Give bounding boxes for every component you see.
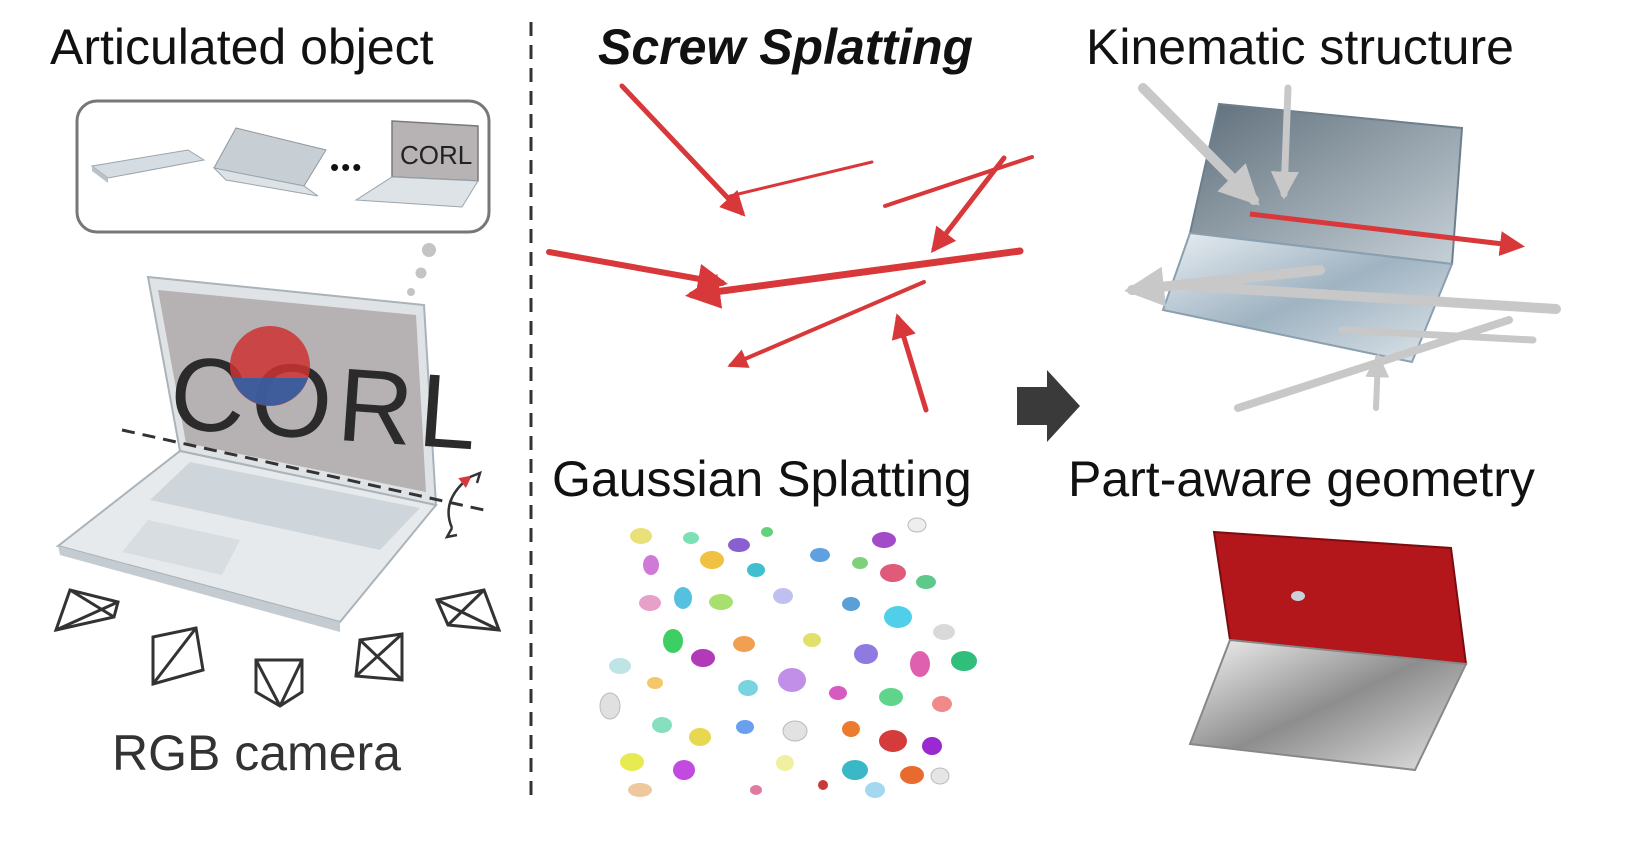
screw-arrow — [685, 247, 1024, 309]
screw-arrows — [546, 83, 1034, 413]
camera-icon — [254, 658, 304, 708]
screw-arrow — [727, 280, 926, 368]
laptop-icon — [212, 127, 327, 197]
rgb-camera-title: RGB camera — [112, 725, 401, 781]
kinematic-structure-title: Kinematic structure — [1086, 19, 1514, 75]
screw-arrow — [930, 155, 1007, 253]
part-aware-geometry-title: Part-aware geometry — [1068, 451, 1535, 507]
gaussian-splatting-title: Gaussian Splatting — [552, 451, 972, 507]
sequence-ellipsis: ••• — [330, 152, 363, 182]
flow-arrow-icon — [1017, 370, 1080, 442]
screw-splatting-title: Screw Splatting — [598, 19, 974, 75]
camera-icon — [151, 626, 205, 686]
gaussian-splats — [599, 517, 977, 798]
thought-bubble-icon — [407, 243, 436, 296]
part-aware-geometry-render — [1188, 530, 1468, 772]
laptop-sequence-box: ••• CORL — [75, 99, 491, 234]
articulated-object-title: Articulated object — [50, 19, 434, 75]
screw-arrow — [728, 160, 874, 198]
camera-icon — [53, 588, 120, 633]
camera-icon — [434, 588, 502, 632]
kinematic-structure-render — [1124, 83, 1561, 412]
screw-arrow — [546, 249, 728, 294]
screw-arrow — [891, 313, 929, 413]
camera-icon — [354, 632, 404, 682]
rotation-indicator-icon — [447, 475, 472, 529]
laptop-icon — [90, 149, 206, 183]
screw-arrow — [619, 83, 746, 217]
thumbnail-logo: CORL — [400, 140, 472, 170]
screw-arrow — [883, 155, 1034, 208]
laptop-icon: CORL — [354, 120, 479, 208]
corl-logo: CORL — [166, 326, 487, 473]
svg-text:CORL: CORL — [166, 335, 486, 473]
kinematic-red-axis — [1249, 211, 1525, 257]
